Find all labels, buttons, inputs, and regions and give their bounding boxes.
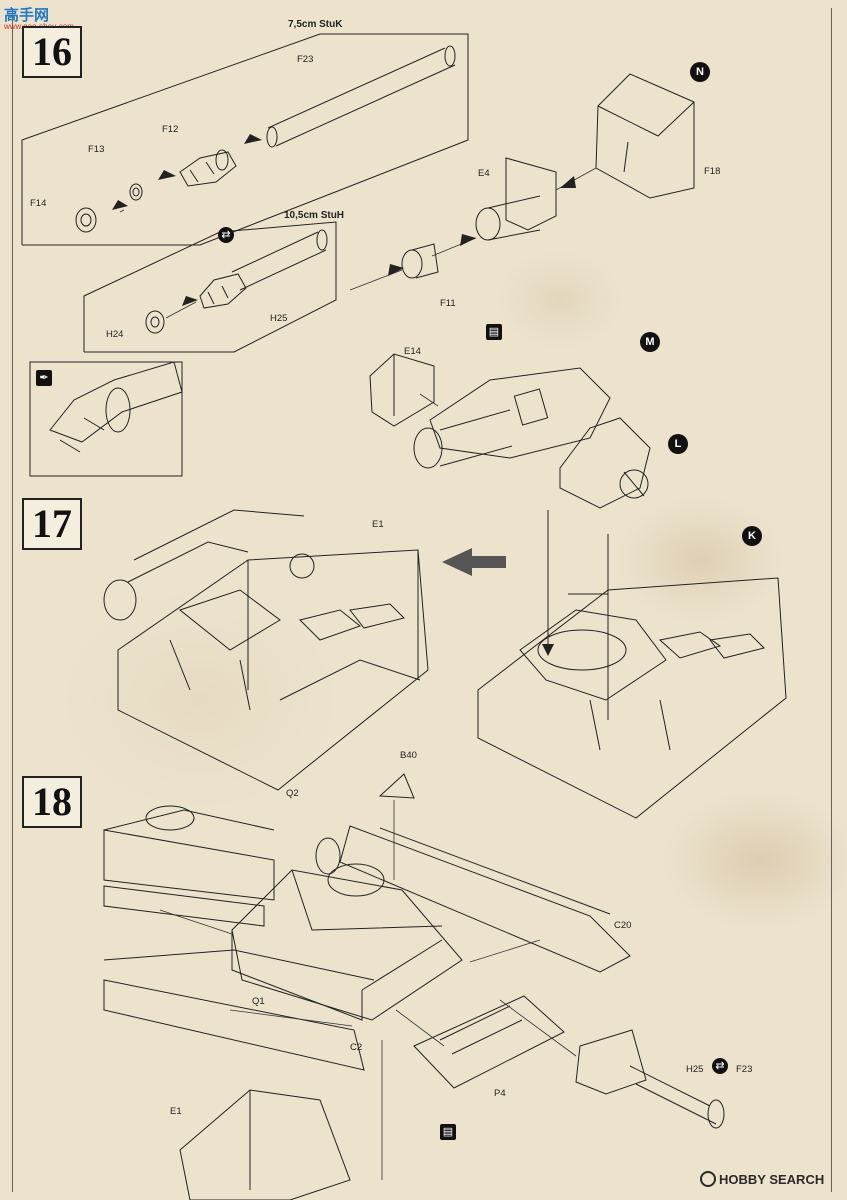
step18-gun-mantlet [575, 1029, 725, 1129]
f18-shield [595, 73, 695, 199]
part-label-f11: F11 [440, 298, 456, 309]
h24-ring [145, 310, 165, 334]
page-border [12, 8, 832, 1192]
part-label-q2: Q2 [286, 788, 299, 799]
part-label-b40: B40 [400, 750, 417, 761]
e4-mantlet [475, 157, 557, 241]
swap-icon: ⇄ [218, 227, 234, 243]
l-gun-mount [559, 417, 651, 509]
arrow-mount [542, 644, 554, 656]
assembly-direction-arrow [442, 548, 506, 576]
f14-ring [75, 207, 97, 233]
h25-barrel [231, 229, 328, 291]
part-label-e4: E4 [478, 168, 490, 179]
part-label-e14: E14 [404, 346, 421, 357]
part-label-e1-step17: E1 [372, 519, 384, 530]
part-label-f18: F18 [704, 166, 721, 177]
detail-muzzle [49, 361, 183, 453]
gun-cradle-assembly [413, 367, 611, 469]
part-label-e1-step18: E1 [170, 1106, 182, 1117]
c20-right-side [339, 825, 631, 973]
part-label-h25: H25 [270, 313, 288, 324]
marker-n: N [690, 62, 710, 82]
part-label-c2: C2 [350, 1042, 363, 1053]
hobby-search-logo: HOBBY SEARCH [700, 1171, 824, 1187]
p4-engine-deck [413, 995, 565, 1089]
part-label-f14: F14 [30, 198, 47, 209]
arrow-f12 [158, 170, 176, 180]
variant-a-title: 7,5cm StuK [288, 19, 343, 30]
step18-hull [103, 805, 375, 1071]
paint-brush-icon: ✒ [36, 370, 52, 386]
arrow-f11 [388, 264, 404, 276]
step-number-17: 17 [22, 498, 82, 550]
part-label-h24: H24 [106, 329, 124, 340]
arrow-f13 [112, 200, 128, 210]
variant-b-title: 10,5cm StuH [284, 210, 345, 221]
step-number-18: 18 [22, 776, 82, 828]
arrow-f23 [244, 134, 262, 144]
part-label-f23-step18: F23 [736, 1064, 753, 1075]
step-number-16: 16 [22, 26, 82, 78]
part-label-p4: P4 [494, 1088, 506, 1099]
part-label-c20: C20 [614, 920, 632, 931]
e14-bracket [369, 353, 435, 427]
arrow-h25 [182, 296, 198, 306]
part-label-f12: F12 [162, 124, 179, 135]
marker-l: L [668, 434, 688, 454]
part-label-q1: Q1 [252, 996, 265, 1007]
stuk-variant-frame [21, 33, 469, 246]
f11-collar [401, 243, 439, 279]
step18-interior [179, 1089, 351, 1200]
step17-assembled-interior [103, 509, 429, 791]
marker-m: M [640, 332, 660, 352]
glue-icon: ▤ [486, 324, 502, 340]
swap-icon: ⇄ [712, 1058, 728, 1074]
f12-muzzle-brake [179, 149, 237, 187]
part-label-h25-step18: H25 [686, 1064, 704, 1075]
stuh-variant-frame [83, 221, 337, 353]
h25-brake [199, 273, 247, 309]
q1-superstructure [231, 837, 463, 1021]
part-label-f13: F13 [88, 144, 105, 155]
arrow-f18 [560, 176, 576, 188]
arrow-e4 [460, 234, 476, 246]
b40-periscope [378, 773, 415, 799]
f13-ring [129, 183, 143, 201]
step17-empty-interior [477, 534, 787, 819]
marker-k: K [742, 526, 762, 546]
glue-icon: ▤ [440, 1124, 456, 1140]
part-label-f23: F23 [297, 54, 314, 65]
detail-inset-frame [29, 361, 183, 477]
watermark-logo: 高手网 [4, 7, 50, 24]
f23-barrel [266, 45, 456, 148]
